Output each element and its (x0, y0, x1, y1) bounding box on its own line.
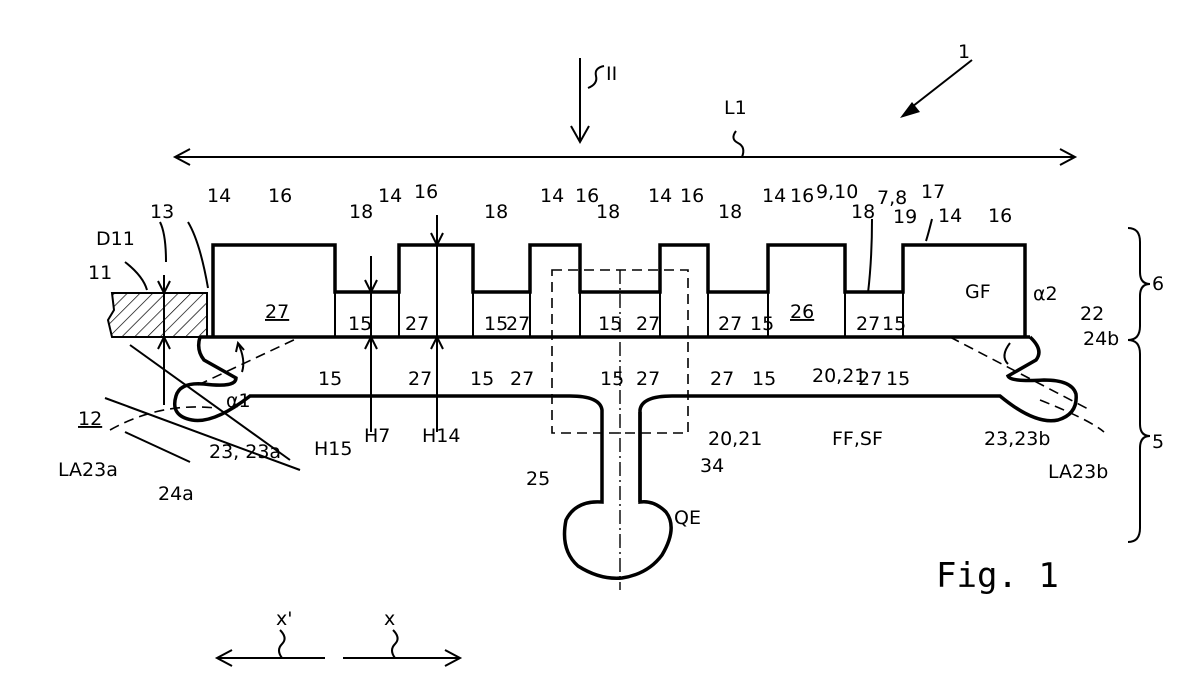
label-23-23b: 23,23b (984, 428, 1050, 450)
angle-alpha2-line (949, 336, 1091, 411)
label-xprime: x' (276, 608, 292, 630)
label-brace-5: 5 (1152, 431, 1164, 453)
label-27-a: 27 (265, 301, 289, 323)
label-d11: D11 (96, 228, 135, 250)
label-gf: GF (965, 281, 991, 303)
label-20-21-b: 20,21 (708, 428, 762, 450)
label-x: x (384, 608, 395, 630)
label-9-10: 9,10 (816, 181, 858, 203)
label-27-f: 27 (856, 313, 880, 335)
label-34: 34 (700, 455, 724, 477)
label-25: 25 (526, 468, 550, 490)
label-16-b: 16 (414, 181, 438, 203)
label-14-b: 14 (378, 185, 402, 207)
label-18-b: 18 (484, 201, 508, 223)
label-27-g: 27 (408, 368, 432, 390)
l1-leader (732, 130, 745, 158)
label-27-c: 27 (506, 313, 530, 335)
label-ff-sf: FF,SF (832, 428, 883, 450)
teeth-profile (211, 243, 1027, 337)
label-14-d: 14 (648, 185, 672, 207)
label-h15: H15 (314, 438, 352, 460)
label-27-d: 27 (636, 313, 660, 335)
label-12: 12 (78, 408, 102, 430)
brace-6 (1127, 227, 1151, 341)
ref-1-leader (907, 59, 973, 111)
label-14-e: 14 (762, 185, 786, 207)
label-27-h: 27 (510, 368, 534, 390)
label-15-e: 15 (882, 313, 906, 335)
figure-title: Fig. 1 (936, 556, 1059, 596)
label-27-b: 27 (405, 313, 429, 335)
label-27-i: 27 (636, 368, 660, 390)
section-arrowhead (570, 125, 590, 145)
label-15-j: 15 (886, 368, 910, 390)
label-27-j: 27 (710, 368, 734, 390)
label-26: 26 (790, 301, 814, 323)
length-l1-left-arrow (172, 148, 191, 166)
label-15-c: 15 (598, 313, 622, 335)
label-15-b: 15 (484, 313, 508, 335)
dashed-region-34 (551, 269, 689, 434)
label-18-e: 18 (851, 201, 875, 223)
section-leader (587, 65, 605, 89)
label-16-c: 16 (575, 185, 599, 207)
label-15-f: 15 (318, 368, 342, 390)
label-h14: H14 (422, 425, 460, 447)
label-18-d: 18 (718, 201, 742, 223)
label-la23b: LA23b (1048, 461, 1108, 483)
label-24b: 24b (1083, 328, 1119, 350)
label-14-a: 14 (207, 185, 231, 207)
label-16-d: 16 (680, 185, 704, 207)
label-18-a: 18 (349, 201, 373, 223)
label-qe: QE (674, 507, 701, 529)
length-l1-right-arrow (1059, 148, 1078, 166)
label-19: 19 (893, 206, 917, 228)
label-15-h: 15 (600, 368, 624, 390)
label-alpha1: α1 (226, 390, 251, 412)
plate-20-21 (173, 335, 1078, 580)
brace-5 (1127, 339, 1151, 543)
length-l1-label: L1 (724, 97, 747, 119)
label-27-k: 27 (858, 368, 882, 390)
label-11: 11 (88, 262, 112, 284)
label-la23a: LA23a (58, 459, 118, 481)
label-16-a: 16 (268, 185, 292, 207)
label-14-f: 14 (938, 205, 962, 227)
ref-1-arrowhead (900, 102, 920, 118)
label-16-f: 16 (988, 205, 1012, 227)
label-17: 17 (921, 181, 945, 203)
label-23-23a: 23, 23a (209, 441, 281, 463)
label-16-e: 16 (790, 185, 814, 207)
label-alpha2: α2 (1033, 283, 1058, 305)
label-h7: H7 (364, 425, 390, 447)
label-15-g: 15 (470, 368, 494, 390)
part-11-hatched (106, 292, 208, 338)
angle-alpha1-line (197, 336, 301, 386)
label-13: 13 (150, 201, 174, 223)
label-22: 22 (1080, 303, 1104, 325)
label-18-c: 18 (596, 201, 620, 223)
label-15-d: 15 (750, 313, 774, 335)
label-brace-6: 6 (1152, 273, 1164, 295)
label-27-e: 27 (718, 313, 742, 335)
label-14-c: 14 (540, 185, 564, 207)
label-20-21: 20,21 (812, 365, 866, 387)
section-label: II (606, 63, 617, 85)
label-24a: 24a (158, 483, 194, 505)
label-15-i: 15 (752, 368, 776, 390)
label-15-a: 15 (348, 313, 372, 335)
label-7-8: 7,8 (877, 187, 907, 209)
ref-1-label: 1 (958, 41, 970, 63)
